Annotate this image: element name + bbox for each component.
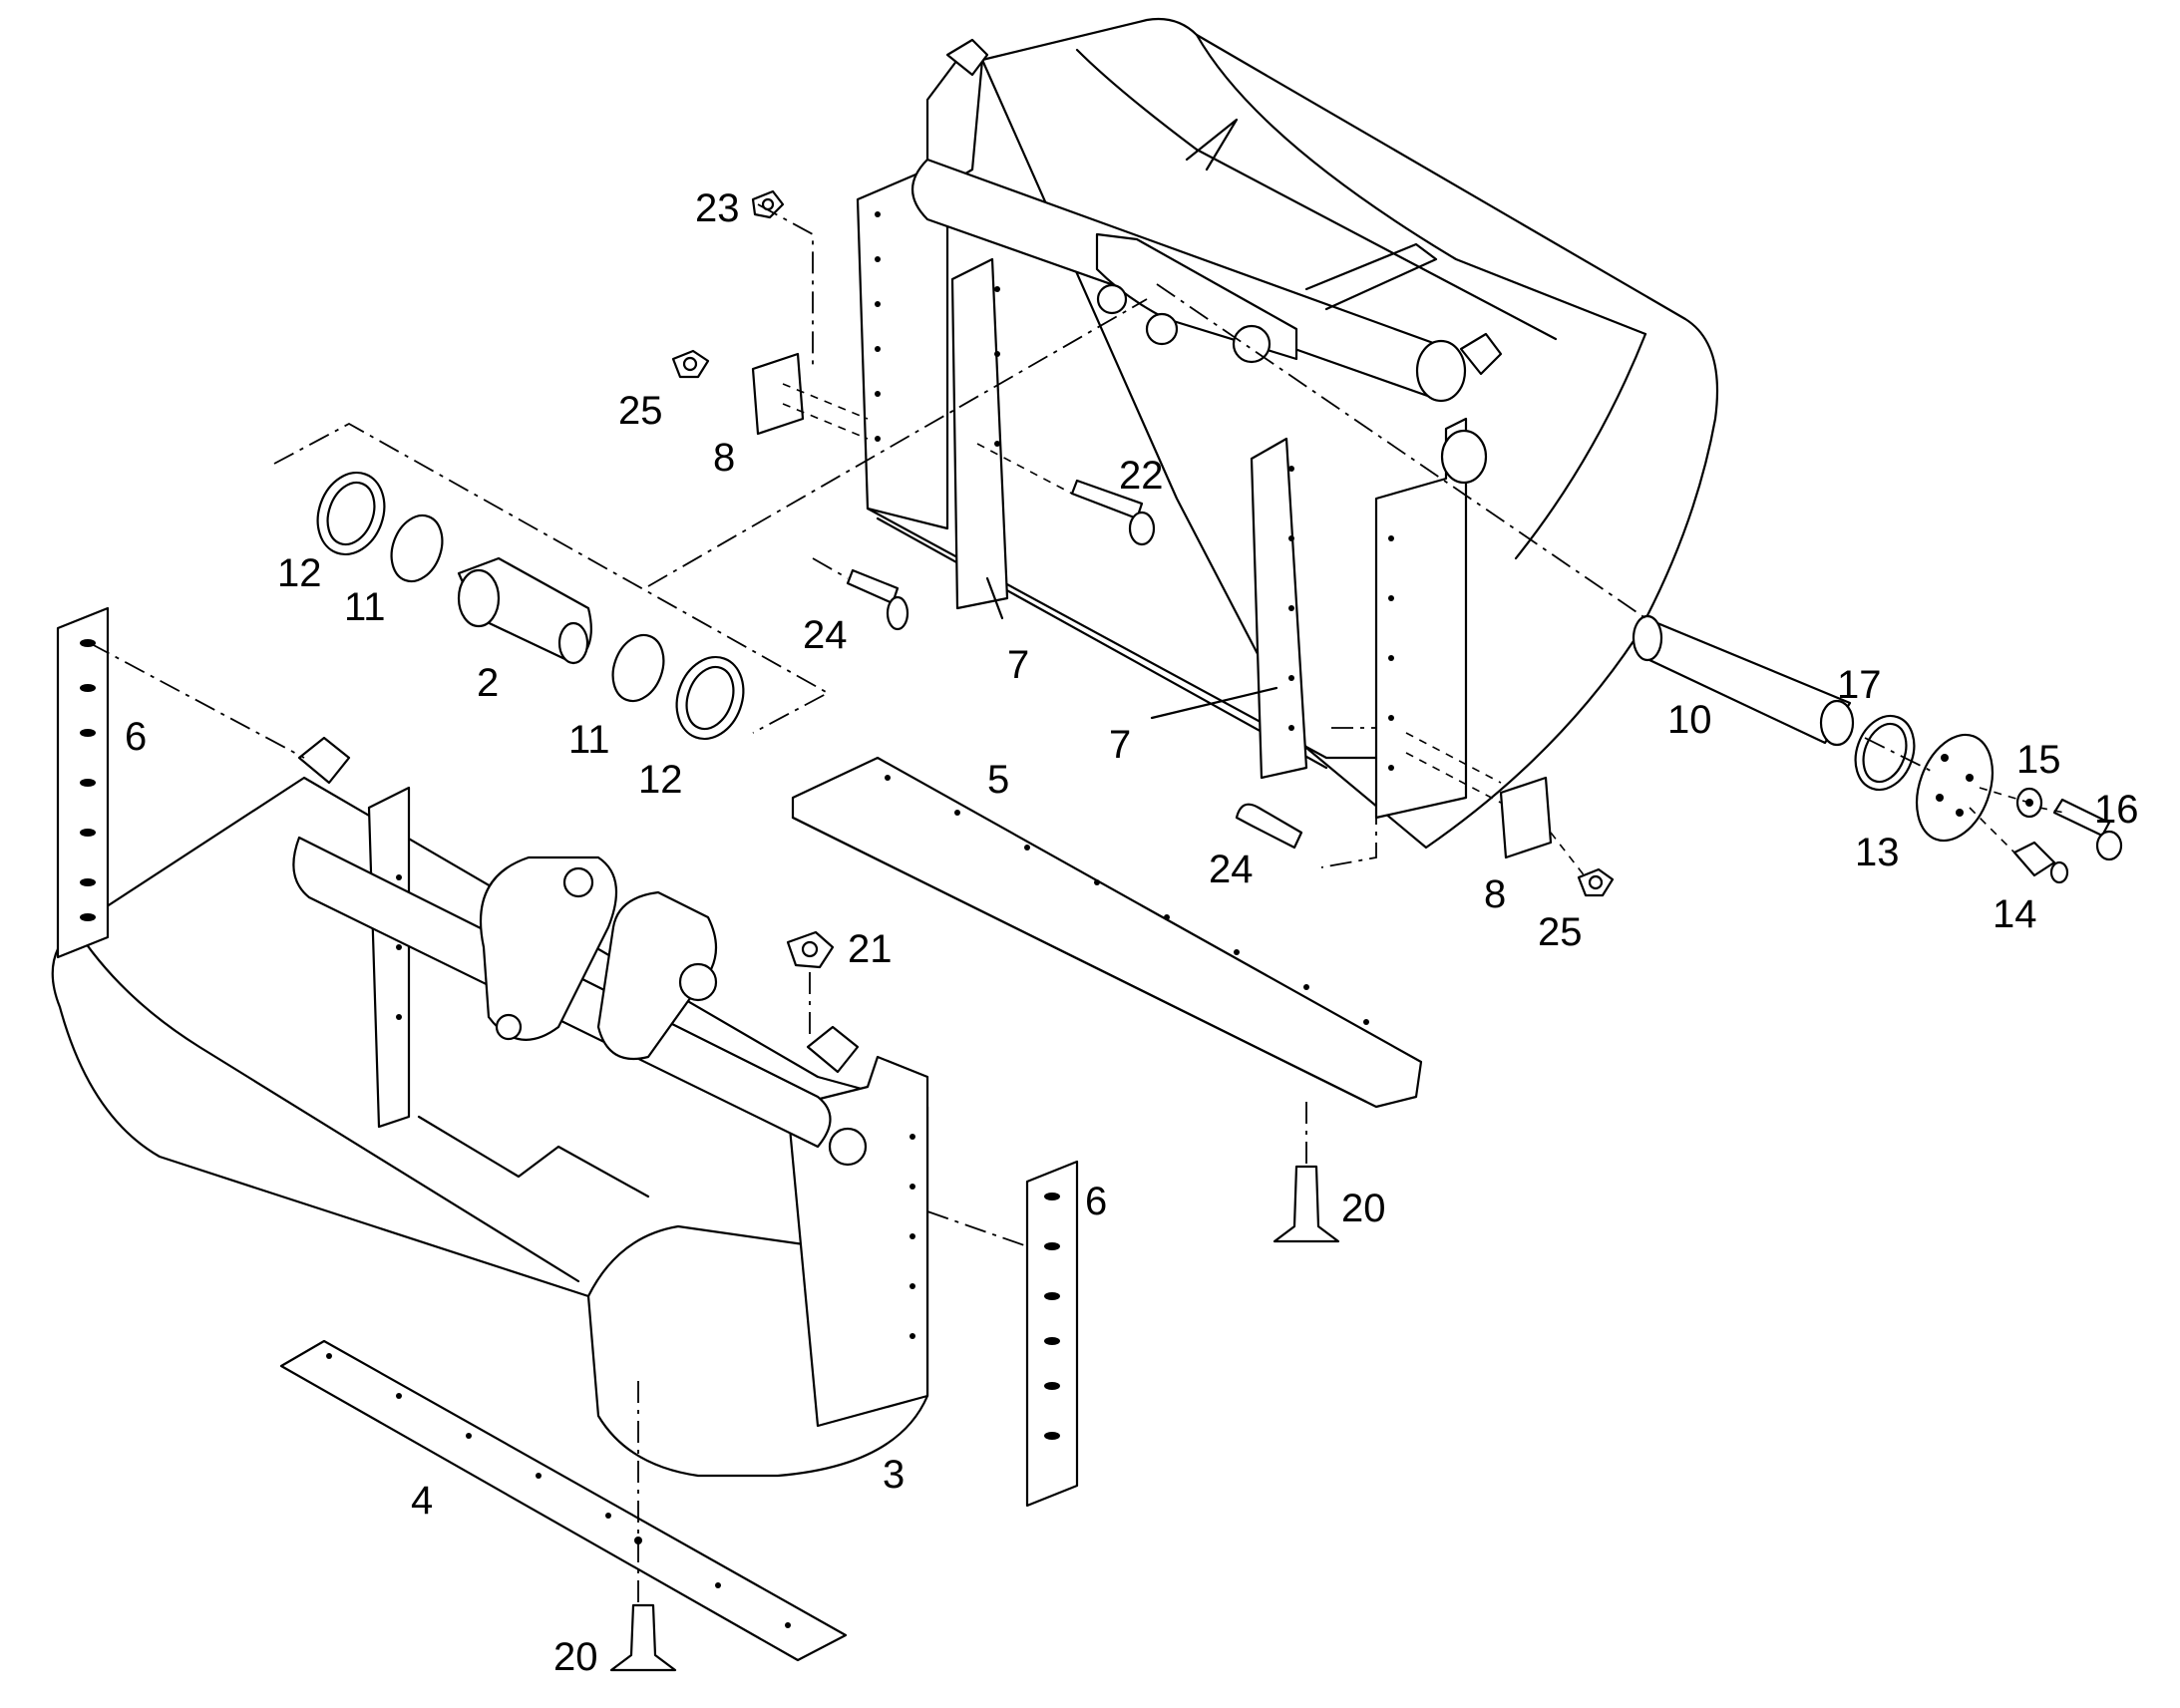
label-25-lower: 25 [1538,910,1583,954]
link-2 [457,556,592,665]
label-7-upper: 7 [1007,643,1029,687]
bolt-24-lower [1235,803,1303,850]
nut-23 [751,189,785,219]
bolt-20-lower [609,1603,677,1672]
pin-10 [1632,614,1855,747]
label-12-left: 12 [277,551,322,595]
cutting-edge-5 [791,756,1423,1109]
upper-bucket-assembly [856,17,1719,850]
label-24-upper: 24 [803,613,848,657]
label-6-right: 6 [1085,1180,1107,1223]
label-23: 23 [695,186,740,230]
label-16: 16 [2094,788,2139,832]
o-ring-17 [1854,714,1916,792]
grease-nipple-14 [2012,841,2069,884]
label-3: 3 [883,1453,905,1497]
nut-21 [786,930,835,969]
label-5: 5 [987,758,1009,802]
label-2: 2 [477,661,499,705]
label-8-upper: 8 [713,436,735,480]
label-12-right: 12 [638,758,683,802]
label-21: 21 [848,927,893,971]
label-4: 4 [411,1479,433,1523]
label-11-left: 11 [344,585,386,629]
label-11-right: 11 [568,718,610,762]
label-7-lower: 7 [1109,723,1131,767]
ring-11-right [611,633,665,703]
clamp-block-8-lower [1499,776,1553,859]
assembly-guide-lines [89,203,2065,1605]
leader-lines [985,576,1278,720]
label-20-lower: 20 [553,1635,598,1679]
label-22: 22 [1119,454,1164,498]
label-24-lower: 24 [1209,848,1254,891]
ring-11-left [390,513,444,583]
label-17: 17 [1837,663,1882,707]
label-8-lower: 8 [1484,872,1506,916]
nut-25-lower [1577,867,1615,897]
bolt-22 [1070,479,1156,546]
bolt-20-upper [1272,1165,1340,1243]
label-13: 13 [1855,831,1900,874]
label-6-left: 6 [125,715,147,759]
bolt-24-upper [846,568,909,631]
end-plate-13 [1916,733,1994,843]
cutting-edge-4 [279,1339,848,1662]
label-20-upper: 20 [1341,1187,1386,1230]
clamp-block-8-upper [751,352,805,436]
wear-plate-6-right [1025,1160,1079,1508]
lower-bucket-assembly [51,736,929,1478]
label-10: 10 [1667,698,1712,742]
label-14: 14 [1993,892,2037,936]
label-15: 15 [2016,738,2061,782]
wear-plate-6-left [56,606,110,959]
label-25-upper: 25 [618,389,663,433]
bolt-16 [2052,798,2123,861]
part-labels: 23 25 8 22 12 11 24 7 2 6 11 12 7 5 10 1… [125,186,2139,1679]
ring-12-left [316,471,386,556]
ring-12-right [675,655,745,741]
nut-25-upper [671,349,710,379]
